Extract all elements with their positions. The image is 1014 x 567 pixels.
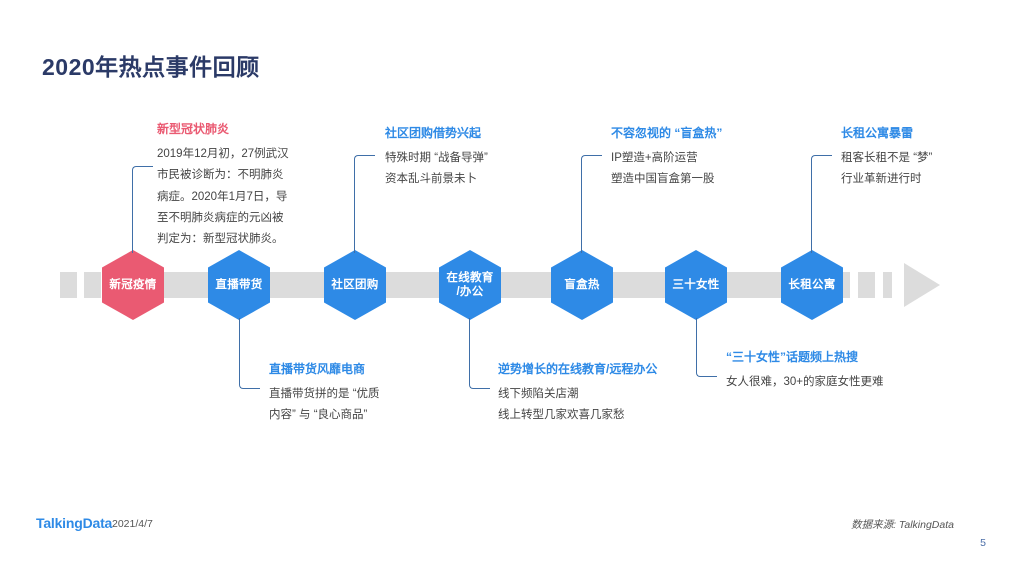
note-body: 直播带货拼的是 “优质 内容” 与 “良心商品” [269, 384, 380, 427]
connector-node-4-bottom [469, 318, 490, 389]
brand-logo: TalkingData [36, 515, 113, 531]
note-body: 特殊时期 “战备导弹” 资本乱斗前景未卜 [385, 148, 488, 191]
note-line: 内容” 与 “良心商品” [269, 409, 368, 422]
timeline-node-1[interactable]: 新冠疫情 [102, 250, 164, 320]
note-body: 女人很难，30+的家庭女性更难 [726, 372, 884, 393]
note-line: 线上转型几家欢喜几家愁 [498, 409, 625, 422]
note-line: 租客长租不是 “梦” [841, 152, 933, 164]
note-line: IP塑造+高阶运营 [611, 152, 698, 164]
note-top-1: 新型冠状肺炎 2019年12月初，27例武汉 市民被诊断为：不明肺炎 病症。20… [157, 120, 289, 250]
note-line: 市民被诊断为：不明肺炎 [157, 169, 284, 182]
connector-node-2-bottom [239, 318, 260, 389]
note-line: 行业革新进行时 [841, 173, 922, 186]
page-number: 5 [980, 537, 986, 549]
source-note: 数据来源: TalkingData [851, 519, 954, 531]
connector-node-1-top [132, 166, 153, 253]
timeline-node-6[interactable]: 三十女性 [665, 250, 727, 320]
note-body: 线下频陷关店潮 线上转型几家欢喜几家愁 [498, 384, 657, 427]
connector-node-6-bottom [696, 318, 717, 377]
note-line: 判定为：新型冠状肺炎。 [157, 233, 284, 246]
note-line: 资本乱斗前景未卜 [385, 173, 477, 186]
timeline-node-label: 社区团购 [331, 278, 379, 291]
track-dash-segment [850, 272, 858, 298]
note-line: 塑造中国盲盒第一股 [611, 173, 715, 186]
note-line: 病症。2020年1月7日，导 [157, 190, 288, 203]
note-top-2: 社区团购借势兴起 特殊时期 “战备导弹” 资本乱斗前景未卜 [385, 124, 488, 191]
connector-node-3-top [354, 155, 375, 253]
timeline-node-label: 直播带货 [215, 278, 263, 291]
timeline-node-3[interactable]: 社区团购 [324, 250, 386, 320]
timeline-node-5[interactable]: 盲盒热 [551, 250, 613, 320]
timeline-arrow-icon [904, 263, 940, 307]
timeline-node-7[interactable]: 长租公寓 [781, 250, 843, 320]
timeline-node-label: 盲盒热 [564, 278, 600, 291]
note-title: “三十女性”话题频上热搜 [726, 350, 859, 364]
note-title: 不容忽视的 “盲盒热” [611, 126, 723, 140]
note-top-3: 不容忽视的 “盲盒热” IP塑造+高阶运营 塑造中国盲盒第一股 [611, 124, 722, 191]
note-title: 逆势增长的在线教育/远程办公 [498, 362, 658, 376]
note-title: 新型冠状肺炎 [157, 122, 230, 136]
note-title: 社区团购借势兴起 [385, 126, 482, 140]
track-dash-segment [60, 272, 77, 298]
connector-node-7-top [811, 155, 832, 253]
timeline-node-label: 新冠疫情 [109, 278, 157, 291]
page-title: 2020年热点事件回顾 [42, 54, 260, 80]
note-body: IP塑造+高阶运营 塑造中国盲盒第一股 [611, 148, 722, 191]
note-line: 女人很难，30+的家庭女性更难 [726, 376, 884, 388]
note-line: 线下频陷关店潮 [498, 388, 579, 400]
footer-date: 2021/4/7 [112, 518, 153, 530]
note-body: 2019年12月初，27例武汉 市民被诊断为：不明肺炎 病症。2020年1月7日… [157, 144, 289, 250]
timeline-node-label: 在线教育 /办公 [446, 271, 494, 298]
note-title: 直播带货风靡电商 [269, 362, 366, 376]
track-dash-segment [84, 272, 101, 298]
note-title: 长租公寓暴雷 [841, 126, 914, 140]
connector-node-5-top [581, 155, 602, 253]
timeline-node-2[interactable]: 直播带货 [208, 250, 270, 320]
timeline-node-4[interactable]: 在线教育 /办公 [439, 250, 501, 320]
note-bottom-3: “三十女性”话题频上热搜 女人很难，30+的家庭女性更难 [726, 348, 884, 393]
note-bottom-1: 直播带货风靡电商 直播带货拼的是 “优质 内容” 与 “良心商品” [269, 360, 380, 427]
timeline-node-label: 三十女性 [672, 278, 720, 291]
note-line: 直播带货拼的是 “优质 [269, 388, 380, 400]
note-top-4: 长租公寓暴雷 租客长租不是 “梦” 行业革新进行时 [841, 124, 932, 191]
note-body: 租客长租不是 “梦” 行业革新进行时 [841, 148, 932, 191]
note-line: 特殊时期 “战备导弹” [385, 152, 488, 164]
note-line: 2019年12月初，27例武汉 [157, 148, 289, 160]
timeline-node-label: 长租公寓 [788, 278, 836, 291]
note-line: 至不明肺炎病症的元凶被 [157, 211, 284, 224]
track-dash-segment [875, 272, 883, 298]
note-bottom-2: 逆势增长的在线教育/远程办公 线下频陷关店潮 线上转型几家欢喜几家愁 [498, 360, 657, 427]
